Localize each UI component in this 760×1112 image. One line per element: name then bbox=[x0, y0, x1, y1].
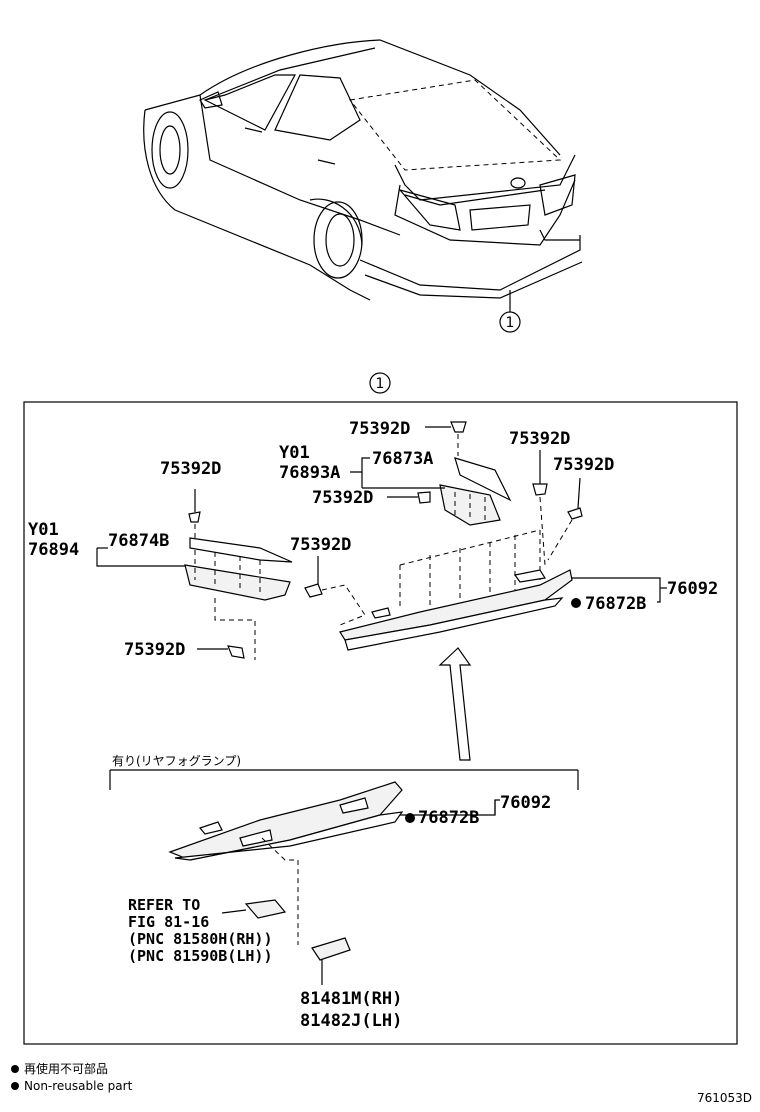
label-refer-1: REFER TO bbox=[128, 896, 200, 914]
car-illustration bbox=[143, 39, 583, 312]
bullet-top bbox=[571, 598, 581, 608]
label-81481m: 81481M(RH) bbox=[300, 989, 402, 1009]
label-clip-right: 75392D bbox=[553, 455, 614, 475]
fog-lamp-unit bbox=[244, 899, 287, 919]
bullet-bottom bbox=[405, 813, 415, 823]
label-y01-a: Y01 bbox=[279, 443, 310, 463]
lamp-lens bbox=[311, 937, 351, 961]
legend-bullet-jp bbox=[11, 1065, 19, 1073]
box-callout-number: 1 bbox=[376, 376, 385, 392]
label-refer-2: FIG 81-16 bbox=[128, 913, 209, 931]
bracket-76874b bbox=[184, 537, 293, 660]
legend-bullet-en bbox=[11, 1082, 19, 1090]
garnish-76092-bottom bbox=[168, 781, 404, 861]
label-76893a: 76893A bbox=[279, 463, 340, 483]
clip-left-top-shape bbox=[188, 511, 201, 523]
label-clip-top-right: 75392D bbox=[509, 429, 570, 449]
label-76872b-bottom: 76872B bbox=[418, 808, 479, 828]
clip-right-shape bbox=[567, 507, 583, 520]
figure-id: 761053D bbox=[697, 1091, 752, 1105]
clip-left-bottom-shape bbox=[227, 645, 245, 659]
label-clip-left-bottom: 75392D bbox=[124, 640, 185, 660]
label-76873a: 76873A bbox=[372, 449, 433, 469]
clip-mid-shape bbox=[304, 583, 323, 598]
label-81482j: 81482J(LH) bbox=[300, 1011, 402, 1031]
detail-frame bbox=[23, 401, 738, 1045]
clip-top-right-shape bbox=[532, 483, 548, 496]
bracket-76873a bbox=[439, 457, 512, 526]
garnish-76092-top bbox=[339, 529, 573, 651]
label-76092-bottom: 76092 bbox=[500, 793, 551, 813]
assembly-arrow bbox=[438, 647, 472, 761]
label-option-rear-fog: 有り(リヤフォグランプ) bbox=[112, 754, 241, 768]
label-clip-top-center: 75392D bbox=[349, 419, 410, 439]
label-clip-center-small: 75392D bbox=[312, 488, 373, 508]
car-callout-number: 1 bbox=[506, 315, 515, 331]
label-refer-3: (PNC 81580H(RH)) bbox=[128, 930, 273, 948]
label-refer-4: (PNC 81590B(LH)) bbox=[128, 947, 273, 965]
car-callout-circle bbox=[499, 311, 521, 333]
label-clip-mid: 75392D bbox=[290, 535, 351, 555]
box-callout-circle bbox=[369, 372, 391, 394]
legend-jp: 再使用不可部品 bbox=[24, 1061, 108, 1076]
label-76872b-top: 76872B bbox=[585, 594, 646, 614]
label-76894: 76894 bbox=[28, 540, 79, 560]
label-76874b: 76874B bbox=[108, 531, 169, 551]
label-clip-left-top: 75392D bbox=[160, 459, 221, 479]
label-76092-top: 76092 bbox=[667, 579, 718, 599]
legend-en: Non-reusable part bbox=[24, 1079, 133, 1093]
clip-inner-shape bbox=[417, 491, 431, 504]
label-y01-b: Y01 bbox=[28, 520, 59, 540]
clip-top-center-shape bbox=[450, 421, 467, 433]
